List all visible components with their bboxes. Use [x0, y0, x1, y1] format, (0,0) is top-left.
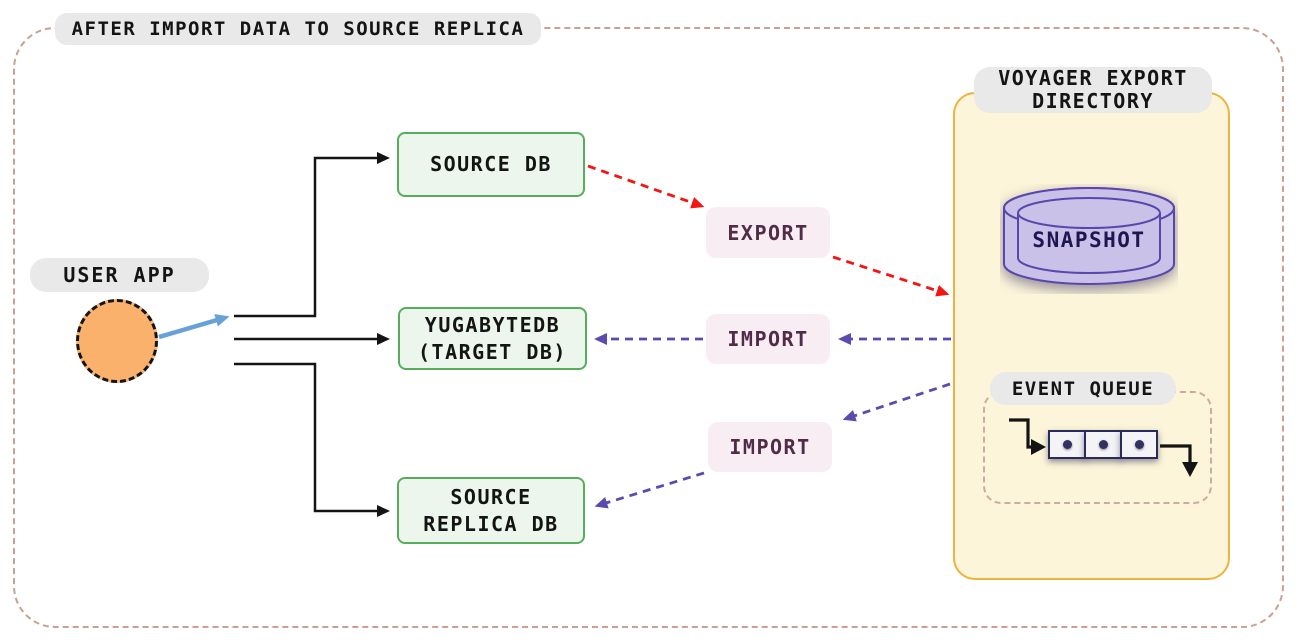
queue-cell: [1120, 430, 1158, 459]
fork-line-source-db: [234, 152, 390, 318]
diagram-title: AFTER IMPORT DATA TO SOURCE REPLICA: [55, 13, 541, 45]
voyager-panel-title-line1: VOYAGER EXPORT: [998, 66, 1188, 90]
node-source-replica-db: SOURCE REPLICA DB: [397, 477, 585, 544]
export-badge: EXPORT: [706, 207, 830, 258]
node-target-db: YUGABYTEDB (TARGET DB): [398, 307, 587, 370]
export-arrow-sourcedb-to-badge: [587, 164, 705, 209]
event-queue-cells: [1048, 430, 1158, 459]
queue-dot-icon: [1134, 440, 1144, 449]
queue-cell: [1048, 430, 1086, 459]
node-source-replica-db-line2: REPLICA DB: [423, 511, 559, 536]
import-arrow-badge-to-replica-db: [594, 471, 705, 509]
queue-cell: [1084, 430, 1122, 459]
queue-dot-icon: [1062, 440, 1072, 449]
node-target-db-line2: (TARGET DB): [418, 339, 567, 364]
diagram-outer-border: [13, 27, 1284, 628]
snapshot-cylinder-icon: [1003, 187, 1175, 285]
import-arrow-panel-to-badge-replica: [842, 382, 951, 422]
user-app-circle: [76, 299, 158, 383]
user-app-arrow: [158, 314, 230, 340]
voyager-panel-title: VOYAGER EXPORT DIRECTORY: [974, 67, 1212, 113]
voyager-panel-title-line2: DIRECTORY: [1032, 89, 1154, 113]
event-queue-out-arrow: [1160, 444, 1198, 477]
fork-line-source-replica-db: [234, 362, 390, 517]
export-arrow-badge-to-panel: [832, 255, 950, 297]
node-source-db: SOURCE DB: [397, 132, 585, 197]
snapshot-label: SNAPSHOT: [1032, 228, 1146, 252]
event-queue-label: EVENT QUEUE: [990, 372, 1176, 405]
node-target-db-line1: YUGABYTEDB: [424, 312, 561, 337]
import-badge-replica: IMPORT: [708, 422, 832, 472]
user-app-label: USER APP: [30, 258, 209, 292]
node-source-replica-db-line1: SOURCE: [450, 484, 532, 509]
node-source-db-label: SOURCE DB: [430, 152, 552, 176]
import-badge-target: IMPORT: [706, 314, 830, 364]
queue-dot-icon: [1098, 440, 1108, 449]
event-queue-in-arrow: [1009, 418, 1046, 455]
